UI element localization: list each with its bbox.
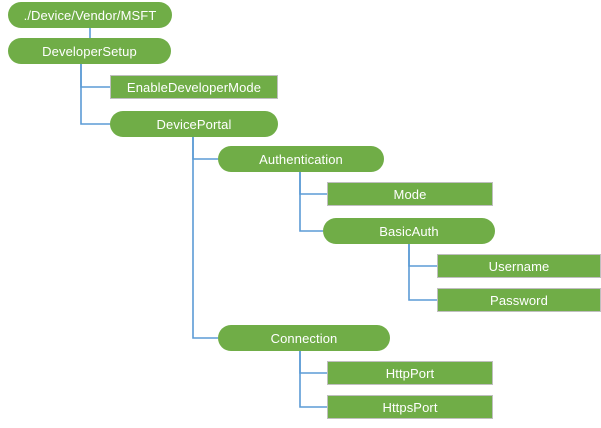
tree-node-httpsport[interactable]: HttpsPort — [327, 395, 493, 419]
tree-node-label: Authentication — [259, 151, 343, 167]
tree-node-password[interactable]: Password — [437, 288, 601, 312]
tree-node-mode[interactable]: Mode — [327, 182, 493, 206]
tree-node-label: Mode — [393, 186, 427, 202]
tree-node-enabledevelopermode[interactable]: EnableDeveloperMode — [110, 75, 278, 99]
connector-deviceportal-to-connection — [192, 137, 218, 339]
connector-connection-to-httpsport — [299, 351, 327, 408]
tree-node-label: HttpsPort — [382, 399, 438, 415]
tree-node-authentication[interactable]: Authentication — [218, 146, 384, 172]
tree-node-root[interactable]: ./Device/Vendor/MSFT — [8, 2, 172, 28]
connector-developersetup-to-deviceportal — [80, 64, 110, 125]
tree-node-developersetup[interactable]: DeveloperSetup — [8, 38, 171, 64]
connector-connection-to-httpport — [299, 351, 327, 374]
tree-node-label: DeveloperSetup — [42, 43, 137, 59]
tree-node-basicauth[interactable]: BasicAuth — [323, 218, 495, 244]
tree-node-httpport[interactable]: HttpPort — [327, 361, 493, 385]
tree-node-username[interactable]: Username — [437, 254, 601, 278]
connector-authentication-to-mode — [299, 172, 327, 195]
tree-node-label: Password — [490, 292, 548, 308]
tree-node-label: EnableDeveloperMode — [126, 79, 262, 95]
tree-node-label: Connection — [270, 330, 338, 346]
connector-authentication-to-basicauth — [299, 172, 323, 232]
connector-deviceportal-to-authentication — [192, 137, 218, 160]
tree-node-label: DevicePortal — [156, 116, 232, 132]
tree-node-label: ./Device/Vendor/MSFT — [23, 7, 157, 23]
connector-basicauth-to-password — [408, 244, 437, 301]
connector-basicauth-to-username — [408, 244, 437, 267]
tree-node-label: Username — [488, 258, 550, 274]
tree-node-label: HttpPort — [385, 365, 435, 381]
connector-developersetup-to-enabledevelopermode — [80, 64, 110, 88]
tree-node-connection[interactable]: Connection — [218, 325, 390, 351]
tree-node-deviceportal[interactable]: DevicePortal — [110, 111, 278, 137]
tree-node-label: BasicAuth — [379, 223, 439, 239]
